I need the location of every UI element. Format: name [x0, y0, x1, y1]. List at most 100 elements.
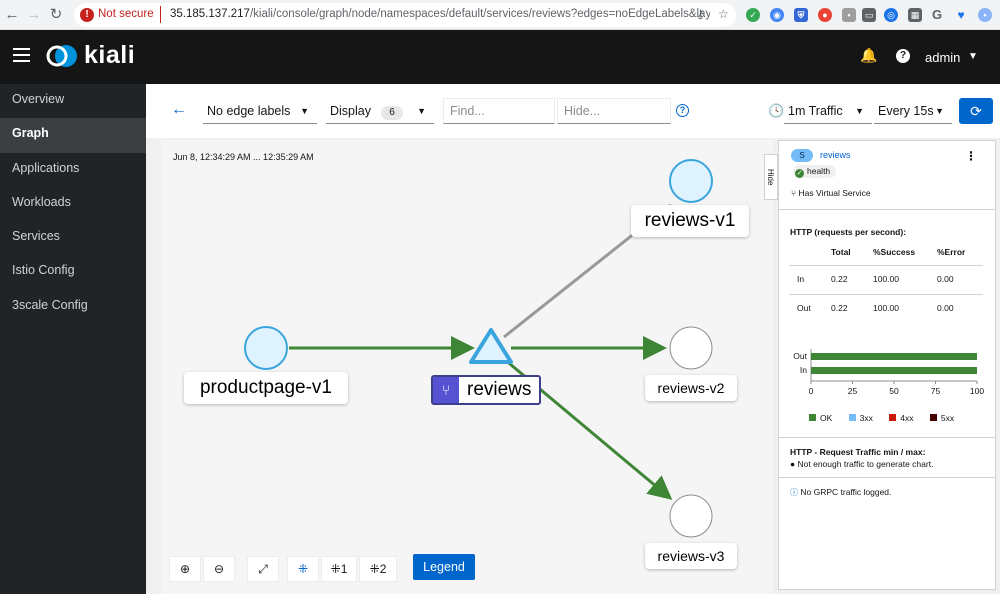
- table-cell: Out: [797, 303, 811, 313]
- x-tick-label: 100: [970, 386, 984, 396]
- chart-legend: OK 3xx 4xx 5xx: [809, 413, 968, 423]
- time-range-label: Jun 8, 12:34:29 AM ... 12:35:29 AM: [173, 152, 314, 162]
- extension-icon[interactable]: ▦: [908, 8, 922, 22]
- x-tick-label: 75: [931, 386, 941, 396]
- column-header: Total: [831, 247, 851, 257]
- virtual-service-label: Has Virtual Service: [798, 188, 871, 198]
- node-label-reviews-v2[interactable]: reviews-v2: [645, 375, 737, 401]
- traffic-duration-select[interactable]: 1m Traffic ▼: [784, 98, 872, 124]
- branch-icon: ⑂: [433, 377, 459, 403]
- sidebar-item-workloads[interactable]: Workloads: [12, 194, 71, 209]
- kebab-menu-icon[interactable]: ⋮: [965, 149, 977, 163]
- table-cell: 100.00: [873, 303, 899, 313]
- reviews-service-label: reviews: [467, 379, 532, 400]
- fit-graph-button[interactable]: ⤢: [247, 556, 279, 582]
- help-icon[interactable]: ?: [896, 49, 910, 63]
- sidebar-item-istio-config[interactable]: Istio Config: [12, 263, 75, 278]
- zoom-in-button[interactable]: ⊕: [169, 556, 201, 582]
- node-label-reviews-v3[interactable]: reviews-v3: [645, 543, 737, 569]
- security-label[interactable]: Not secure: [98, 8, 154, 20]
- category-label: In: [800, 365, 807, 375]
- sidebar-item-overview[interactable]: Overview: [12, 92, 65, 106]
- node-label-productpage[interactable]: productpage-v1: [184, 372, 348, 404]
- google-icon[interactable]: G: [931, 7, 943, 22]
- legend-label: OK: [820, 413, 833, 423]
- forward-arrow-icon[interactable]: →: [26, 6, 42, 23]
- node-productpage[interactable]: [244, 326, 288, 370]
- refresh-interval-select[interactable]: Every 15s ▼: [874, 98, 952, 124]
- extension-icon[interactable]: ◉: [770, 8, 784, 22]
- node-reviews-service[interactable]: [469, 328, 513, 364]
- legend-label: 5xx: [940, 413, 955, 423]
- service-graph[interactable]: Jun 8, 12:34:29 AM ... 12:35:29 AM produ…: [161, 140, 773, 594]
- node-reviews-v3[interactable]: [669, 494, 713, 538]
- url-text[interactable]: 35.185.137.217/kiali/console/graph/node/…: [170, 8, 710, 20]
- shield-icon[interactable]: ⛨: [794, 8, 808, 22]
- hide-panel-toggle[interactable]: Hide: [764, 154, 778, 200]
- sidebar-item-3scale-config[interactable]: 3scale Config: [12, 297, 88, 312]
- legend-item-ok: OK: [809, 413, 832, 423]
- node-label-reviews-service[interactable]: ⑂ reviews: [431, 375, 542, 405]
- legend-swatch: [929, 414, 937, 421]
- extension-icon[interactable]: ◎: [884, 8, 898, 22]
- info-icon: ⓘ: [790, 488, 798, 497]
- heart-icon[interactable]: ♥: [957, 8, 965, 22]
- hide-input[interactable]: [557, 98, 671, 124]
- edge-labels-select[interactable]: No edge labels ▼: [203, 98, 317, 124]
- extension-icon[interactable]: ●: [818, 8, 832, 22]
- refresh-button[interactable]: ⟳: [959, 98, 993, 124]
- table-cell: 0.00: [937, 303, 954, 313]
- zoom-in-icon: ⊕: [179, 562, 191, 576]
- reload-icon[interactable]: ↻: [49, 6, 63, 23]
- x-tick-label: 25: [848, 386, 858, 396]
- table-header: Total %Success %Error: [789, 241, 983, 266]
- zoom-out-button[interactable]: ⊖: [203, 556, 235, 582]
- layout-default-button[interactable]: ⁜: [287, 556, 319, 582]
- divider: [779, 477, 995, 478]
- layout-2-button[interactable]: ⁜2: [359, 556, 397, 582]
- warning-icon: !: [80, 8, 94, 22]
- x-tick-label: 50: [889, 386, 899, 396]
- category-label: Out: [793, 351, 807, 361]
- divider: [779, 437, 995, 438]
- table-cell: 0.00: [937, 274, 954, 284]
- summary-panel: S reviews ⋮ ✓health ⑂ Has Virtual Servic…: [778, 140, 996, 590]
- caret-down-icon: ▼: [300, 106, 309, 116]
- node-reviews-v1[interactable]: [669, 159, 713, 203]
- address-bar[interactable]: ! Not secure 35.185.137.217/kiali/consol…: [74, 3, 736, 27]
- cast-icon[interactable]: ▭: [862, 8, 876, 22]
- bell-icon[interactable]: 🔔: [860, 47, 878, 63]
- layout-1-button[interactable]: ⁜1: [321, 556, 357, 582]
- x-tick-label: 0: [809, 386, 814, 396]
- extension-icon[interactable]: ✓: [746, 8, 760, 22]
- menu-icon[interactable]: [13, 48, 30, 62]
- profile-icon[interactable]: •: [978, 8, 992, 22]
- help-icon[interactable]: ?: [676, 104, 689, 117]
- sidebar: Overview Graph Applications Workloads Se…: [0, 84, 146, 594]
- info-icon: ●: [790, 459, 796, 469]
- legend-swatch: [809, 414, 816, 421]
- caret-down-icon: ▼: [855, 106, 864, 116]
- topology-icon: ⁜: [369, 562, 380, 576]
- legend-label: 4xx: [900, 413, 914, 423]
- sidebar-item-graph[interactable]: Graph: [0, 118, 146, 153]
- back-arrow-icon[interactable]: ←: [171, 101, 187, 118]
- service-link[interactable]: reviews: [820, 150, 851, 160]
- back-arrow-icon[interactable]: ←: [4, 6, 20, 23]
- node-reviews-v2[interactable]: [669, 326, 713, 370]
- node-label-reviews-v1[interactable]: reviews-v1: [631, 205, 749, 237]
- star-icon[interactable]: ☆: [718, 7, 729, 21]
- key-icon[interactable]: ⚷: [696, 7, 705, 21]
- user-menu[interactable]: admin: [925, 50, 961, 65]
- legend-item-4xx: 4xx: [889, 413, 914, 423]
- find-input[interactable]: [443, 98, 555, 124]
- topology-icon: ⁜: [330, 562, 341, 576]
- legend-button[interactable]: Legend: [413, 554, 475, 580]
- sidebar-item-services[interactable]: Services: [12, 229, 60, 244]
- chevron-down-icon[interactable]: ▼: [968, 51, 978, 62]
- sidebar-item-applications[interactable]: Applications: [12, 160, 80, 175]
- extension-icon[interactable]: ▪: [842, 8, 856, 22]
